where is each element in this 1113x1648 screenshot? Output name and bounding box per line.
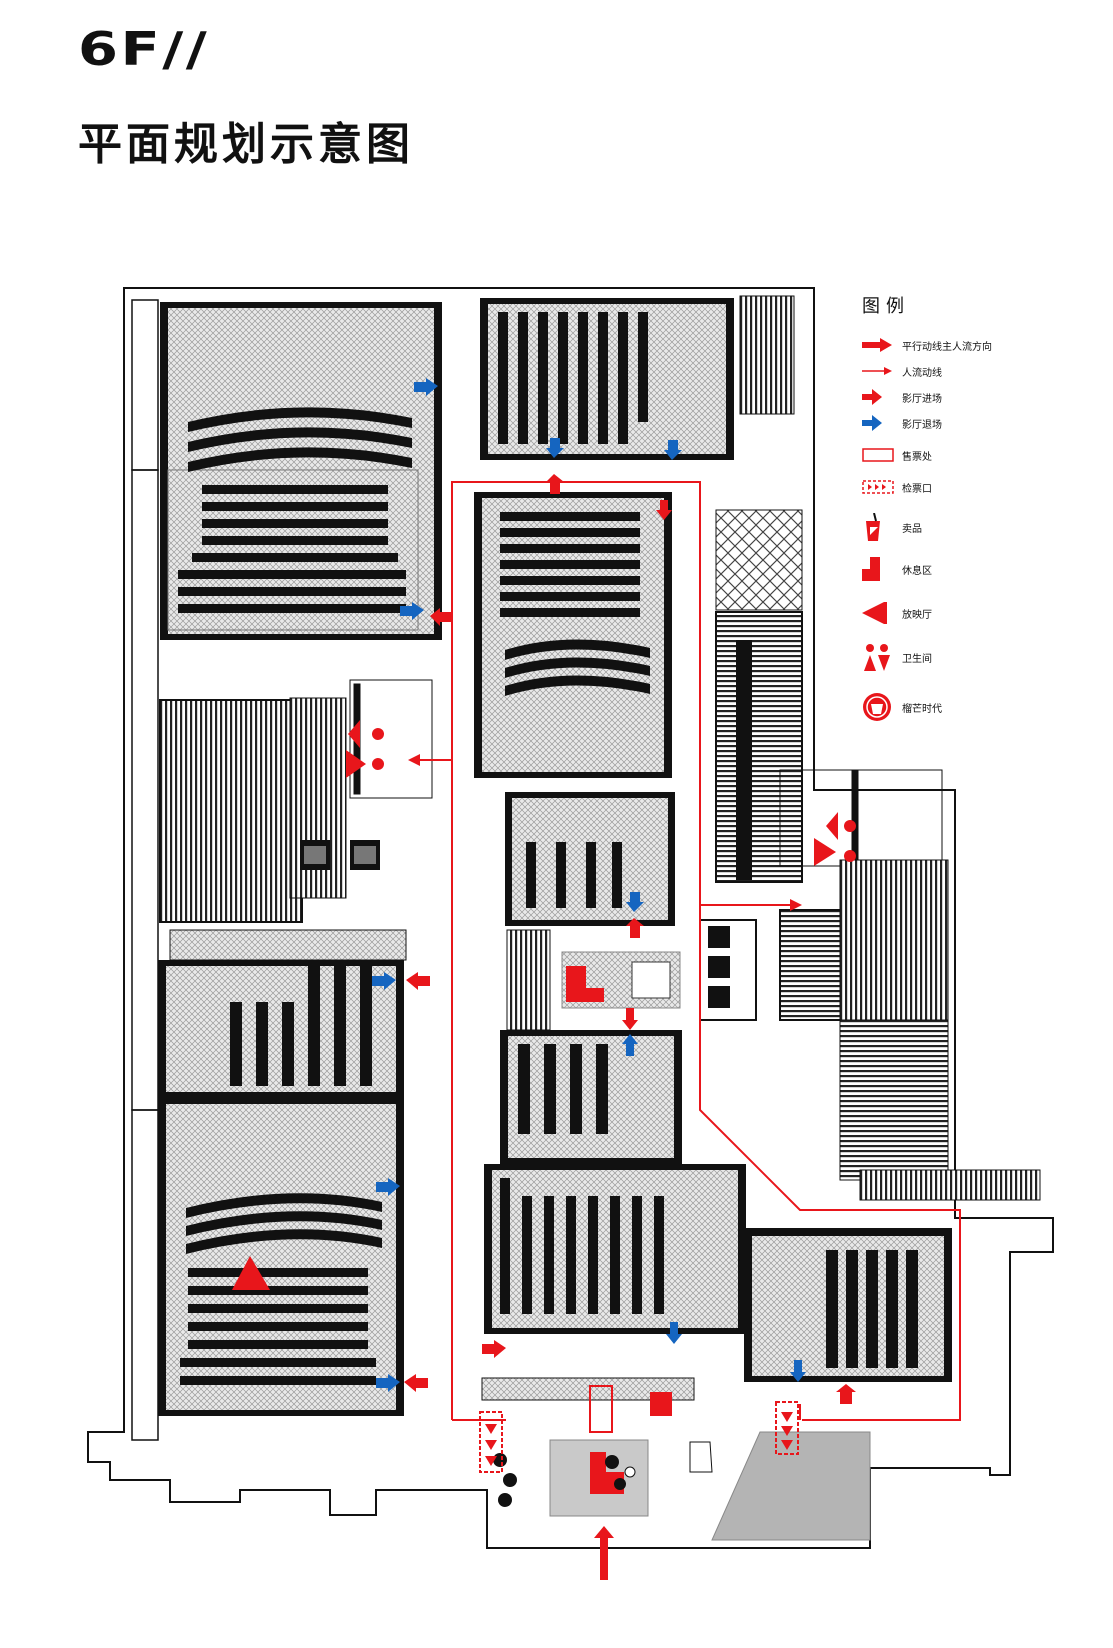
left-service-block (159, 697, 407, 961)
legend-item-hall-enter: 影厅进场 (862, 386, 1062, 408)
legend-label: 卖品 (902, 523, 922, 535)
flow-lines (420, 481, 961, 1421)
legend-label: 卫生间 (902, 653, 932, 665)
flow-arrowheads (408, 754, 802, 911)
hall-a (160, 302, 442, 640)
legend-item-snacks: 卖品 (862, 512, 1062, 542)
ticket-gate-left (479, 1411, 503, 1473)
stair-core (506, 929, 551, 1031)
legend-label: 平行动线主人流方向 (902, 341, 992, 353)
brand-logo-icon (862, 692, 902, 722)
lobby (481, 1377, 871, 1541)
decor-lattice (715, 509, 803, 611)
hall-c (474, 492, 672, 778)
legend-label: 影厅退场 (902, 419, 942, 431)
legend-item-brand: 榴芒时代 (862, 688, 1062, 726)
hall-i (158, 1098, 404, 1416)
ticket-check-icon (862, 480, 902, 494)
rest-area-icon (862, 557, 902, 581)
restroom-icon (862, 643, 902, 671)
legend-label: 售票处 (902, 451, 932, 463)
legend-label: 影厅进场 (902, 393, 942, 405)
hall-b (480, 295, 795, 460)
enter-arrow-icon (862, 389, 902, 405)
main-flow-arrow-icon (862, 338, 902, 352)
legend-label: 检票口 (902, 483, 932, 495)
legend-label: 榴芒时代 (902, 703, 942, 715)
legend-item-flow-line: 人流动线 (862, 360, 1062, 382)
outer-wall-inner (131, 299, 159, 1441)
center-lounge (561, 951, 681, 1009)
building-outline (87, 287, 1054, 1549)
legend-item-ticket-office: 售票处 (862, 444, 1062, 466)
floor-label: 6F// (78, 22, 210, 76)
legend-item-main-flow: 平行动线主人流方向 (862, 334, 1062, 356)
restroom-icons-left (346, 720, 384, 778)
restroom-left (349, 679, 433, 799)
exit-arrow-icon (862, 415, 902, 431)
legend-item-screening-hall: 放映厅 (862, 598, 1062, 628)
title-block: 6F// 平面规划示意图 (78, 22, 414, 172)
legend-item-ticket-check: 检票口 (862, 476, 1062, 498)
ticket-gate-right (775, 1401, 799, 1455)
legend: 图例 平行动线主人流方向 人流动线 影厅进场 影厅退场 售票处 检票口 (862, 292, 1062, 730)
legend-label: 人流动线 (902, 367, 942, 379)
screening-hall-icon (862, 602, 902, 624)
exit-arrows (372, 378, 806, 1392)
restroom-icons-right (814, 812, 856, 866)
hall-e (500, 1030, 682, 1164)
legend-item-restroom: 卫生间 (862, 640, 1062, 674)
legend-item-hall-exit: 影厅退场 (862, 412, 1062, 434)
hall-g (744, 1228, 952, 1382)
enter-arrows (404, 474, 856, 1580)
legend-label: 放映厅 (902, 609, 932, 621)
restroom-right (779, 769, 943, 867)
page-title: 平面规划示意图 (78, 119, 414, 170)
legend-label: 休息区 (902, 565, 932, 577)
hall-f (484, 1164, 746, 1334)
flow-line-icon (862, 366, 902, 376)
east-block (699, 859, 1041, 1201)
screening-hall-marker (232, 1256, 270, 1290)
hall-h (158, 960, 404, 1098)
legend-title: 图例 (862, 296, 910, 317)
ticket-office-icon (862, 448, 902, 462)
hall-d (505, 792, 675, 926)
snacks-icon (862, 513, 902, 541)
legend-item-rest-area: 休息区 (862, 554, 1062, 584)
right-stair-block (715, 611, 803, 883)
